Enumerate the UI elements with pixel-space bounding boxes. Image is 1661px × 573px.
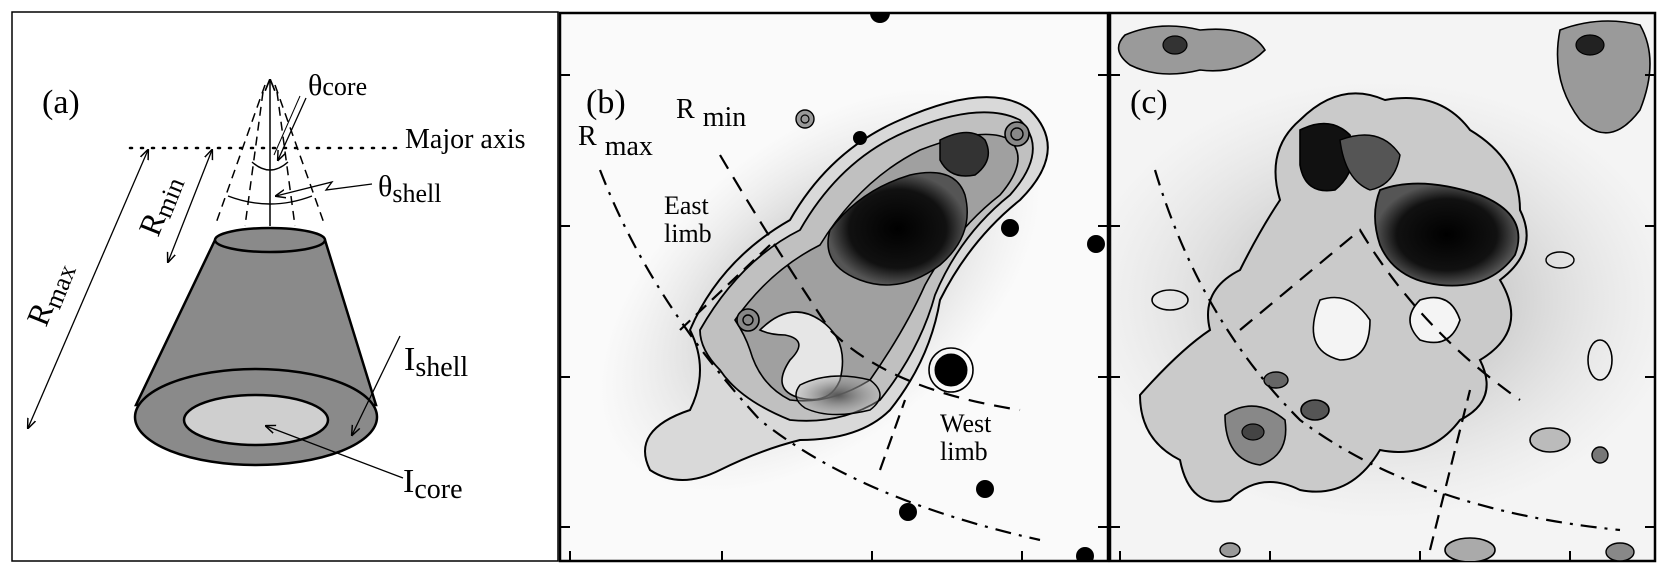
theta-shell-arc (227, 195, 313, 205)
theta-shell-label: θshell (378, 170, 441, 208)
i-core-label: Icore (403, 463, 463, 505)
cone-base-core (182, 393, 330, 447)
panel-c-ticks (1110, 74, 1655, 561)
star (899, 503, 917, 521)
theta-shell-pointer (276, 180, 373, 196)
r-min-arrow (168, 150, 212, 262)
panel-b-ticks (560, 74, 1108, 561)
major-axis-label: Major axis (405, 124, 526, 155)
i-shell-label: Ishell (404, 341, 468, 383)
r-min-arc-c (1239, 228, 1521, 401)
theta-core-pointer-2 (273, 95, 301, 156)
i-core-pointer (266, 426, 404, 479)
star (1076, 547, 1094, 561)
panel-a: (a) Major axis θcore θshell Rmin Rmax (11, 11, 559, 562)
star (976, 480, 994, 498)
star (870, 13, 890, 23)
r-max-arrow (28, 150, 148, 428)
star (934, 353, 968, 387)
star (853, 131, 867, 145)
theta-core-pointer (278, 97, 307, 160)
dark-blob-b (827, 171, 968, 286)
panel-b-label: (b) (586, 84, 626, 121)
panel-c-image (1110, 20, 1655, 561)
theta-core-label: θcore (308, 69, 367, 102)
cone-top (213, 226, 327, 254)
i-shell-pointer (352, 335, 401, 435)
panel-b-image (598, 13, 1105, 561)
panel-c: (c) (1108, 11, 1657, 563)
r-max-arc-c (1153, 169, 1621, 532)
panel-c-label: (c) (1130, 84, 1168, 121)
dark-blob-c (1374, 182, 1520, 287)
star (1001, 219, 1019, 237)
theta-core-arc (251, 161, 289, 171)
panel-a-label: (a) (42, 84, 80, 121)
r-min-arc-b (719, 154, 1021, 412)
star (1087, 235, 1105, 253)
r-max-arc-b (598, 169, 1041, 542)
